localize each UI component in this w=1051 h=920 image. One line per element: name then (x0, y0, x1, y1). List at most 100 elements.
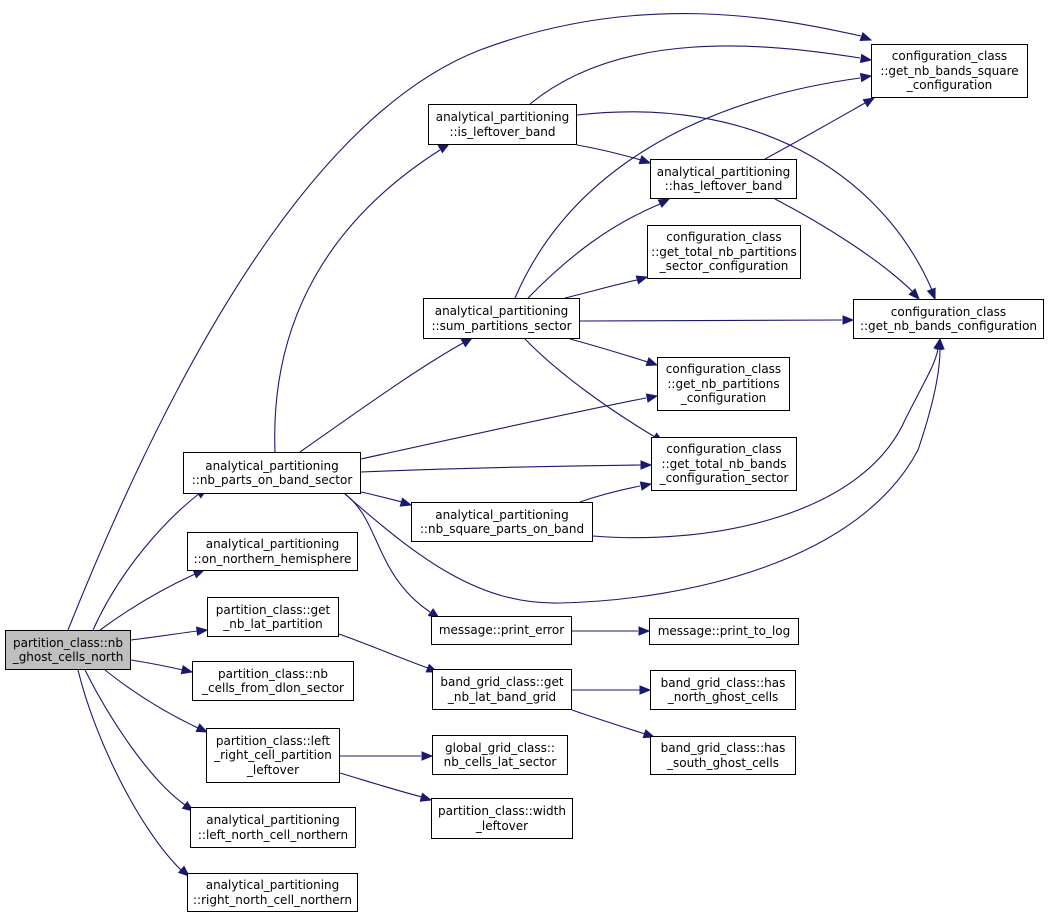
node-nbpartsconf[interactable]: configuration_class::get_nb_partitions_c… (657, 357, 790, 411)
edge-nbparts-to-nbpartsconf (360, 397, 647, 460)
edge-bandgrid-to-hassouth (571, 709, 646, 735)
edge-root-to-rightnorth (77, 669, 182, 871)
node-label: _leftover (475, 818, 529, 833)
arrowhead-root-to-leftright (195, 723, 209, 733)
node-label: configuration_class (666, 442, 782, 457)
node-label: analytical_partitioning (205, 537, 340, 551)
node-width[interactable]: partition_class::width_leftover (431, 798, 573, 839)
node-label: global_grid_class:: (445, 740, 555, 755)
node-label: partition_class::nb (217, 666, 329, 681)
node-bandgrid[interactable]: band_grid_class::get_nb_lat_band_grid (432, 669, 572, 710)
edge-nbparts-to-bandsconf (344, 348, 941, 604)
edge-sumparts-to-bandsconf (579, 319, 843, 322)
node-totalparts[interactable]: configuration_class::get_total_nb_partit… (647, 225, 801, 279)
node-label: _configuration (906, 78, 993, 93)
arrowhead-nbparts-to-nbpartsconf (645, 393, 659, 403)
arrowhead-root-to-nbcells (180, 664, 194, 675)
node-printlog[interactable]: message::print_to_log (649, 618, 799, 645)
node-onnorth[interactable]: analytical_partitioning::on_northern_hem… (187, 532, 358, 571)
arrowhead-hasleftover-to-bandssquare (862, 97, 876, 108)
edge-hasleftover-to-bandssquare (764, 102, 866, 160)
node-label: analytical_partitioning (206, 813, 340, 827)
node-root: partition_class::nb_ghost_cells_north (5, 630, 131, 670)
node-label: _nb_lat_partition (223, 617, 323, 631)
node-label: ::on_northern_hemisphere (193, 551, 352, 566)
node-label: ::is_leftover_band (449, 124, 556, 139)
arrowhead-squareparts-to-totalbands (639, 481, 653, 491)
node-leftnorth[interactable]: analytical_partitioning::left_north_cell… (190, 807, 356, 848)
edge-nbparts-to-totalbands (360, 464, 642, 473)
node-label: band_grid_class::get (440, 675, 564, 689)
arrowhead-bandgrid-to-hasnorth (639, 685, 652, 695)
node-label: _ghost_cells_north (12, 650, 124, 664)
node-label: analytical_partitioning (656, 164, 791, 179)
node-label: _leftover (246, 762, 300, 777)
node-label: ::right_north_cell_northern (192, 892, 353, 907)
node-sumparts[interactable]: analytical_partitioning::sum_partitions_… (423, 298, 580, 339)
edge-squareparts-to-bandsconf (592, 348, 939, 539)
node-leftright[interactable]: partition_class::left_right_cell_partiti… (206, 728, 340, 783)
arrowhead-isleftover-to-hasleftover (638, 155, 652, 165)
node-label: partition_class::nb (12, 635, 124, 650)
arrowhead-nbparts-to-isleftover (437, 143, 451, 154)
node-label: _configuration_sector (659, 471, 789, 486)
node-label: analytical_partitioning (435, 507, 569, 522)
node-nbparts[interactable]: analytical_partitioning::nb_parts_on_ban… (183, 452, 361, 494)
node-label: _configuration (680, 391, 767, 406)
node-label: message::print_error (438, 623, 565, 638)
arrowhead-isleftover-to-bandsconf (926, 287, 936, 301)
edge-root-to-nbcells (130, 659, 184, 671)
edge-hasleftover-to-bandsconf (774, 198, 913, 292)
edge-sumparts-to-nbpartsconf (569, 338, 649, 363)
node-label: analytical_partitioning (434, 304, 569, 318)
node-label: _cells_from_dlon_sector (202, 681, 344, 695)
node-label: ::get_nb_partitions (667, 376, 780, 391)
node-nbcells[interactable]: partition_class::nb_cells_from_dlon_sect… (192, 661, 354, 701)
edge-root-to-bandssquare (67, 12, 862, 631)
node-squareparts[interactable]: analytical_partitioning::nb_square_parts… (411, 502, 593, 542)
node-label: _sector_configuration (659, 259, 789, 274)
node-label: ::has_leftover_band (664, 179, 783, 193)
node-label: partition_class::width (438, 804, 566, 818)
edge-getnblat-to-bandgrid (338, 633, 429, 669)
arrowhead-sumparts-to-bandssquare (859, 72, 873, 83)
node-label: configuration_class (890, 304, 1007, 319)
arrowhead-sumparts-to-bandsconf (842, 315, 855, 325)
node-globalgrid[interactable]: global_grid_class::nb_cells_lat_sector (432, 735, 568, 775)
node-label: _right_cell_partition (214, 748, 332, 763)
node-label: nb_cells_lat_sector (443, 755, 557, 769)
node-bandssquare[interactable]: configuration_class::get_nb_bands_square… (871, 44, 1028, 98)
node-getnblat[interactable]: partition_class::get_nb_lat_partition (207, 597, 339, 637)
node-label: _south_ghost_cells (667, 755, 779, 770)
node-hasnorth[interactable]: band_grid_class::has_north_ghost_cells (650, 670, 796, 710)
edge-root-to-getnblat (130, 630, 198, 641)
node-isleftover[interactable]: analytical_partitioning::is_leftover_ban… (428, 104, 577, 145)
node-rightnorth[interactable]: analytical_partitioning::right_north_cel… (187, 873, 358, 912)
node-printerror[interactable]: message::print_error (431, 616, 572, 645)
arrowhead-sumparts-to-hasleftover (657, 198, 671, 208)
node-hasleftover[interactable]: analytical_partitioning::has_leftover_ba… (650, 159, 797, 199)
node-label: ::get_nb_bands_configuration (859, 319, 1038, 333)
node-label: analytical_partitioning (435, 110, 570, 124)
arrowhead-isleftover-to-bandssquare (859, 53, 873, 64)
node-label: _north_ghost_cells (667, 690, 779, 704)
edge-root-to-onnorth (99, 573, 196, 631)
arrowhead-nbparts-to-totalbands (640, 460, 653, 470)
edge-nbparts-to-printerror (344, 493, 431, 613)
node-bandsconf[interactable]: configuration_class::get_nb_bands_config… (853, 299, 1044, 339)
node-label: _nb_lat_band_grid (447, 689, 557, 704)
edge-sumparts-to-totalparts (564, 279, 638, 299)
arrowhead-sumparts-to-nbpartsconf (645, 357, 659, 366)
node-label: analytical_partitioning (205, 878, 340, 892)
node-label: configuration_class (666, 230, 782, 245)
edge-nbparts-to-squareparts (360, 491, 403, 503)
node-label: message::print_to_log (657, 624, 791, 639)
edge-isleftover-to-bandssquare (529, 45, 861, 105)
node-label: ::get_total_nb_bands (661, 456, 787, 471)
node-totalbands[interactable]: configuration_class::get_total_nb_bands_… (651, 437, 797, 491)
edge-nbparts-to-isleftover (274, 149, 441, 453)
node-label: band_grid_class::has (660, 741, 786, 755)
node-hassouth[interactable]: band_grid_class::has_south_ghost_cells (650, 736, 796, 775)
edge-root-to-nbparts (92, 492, 201, 631)
